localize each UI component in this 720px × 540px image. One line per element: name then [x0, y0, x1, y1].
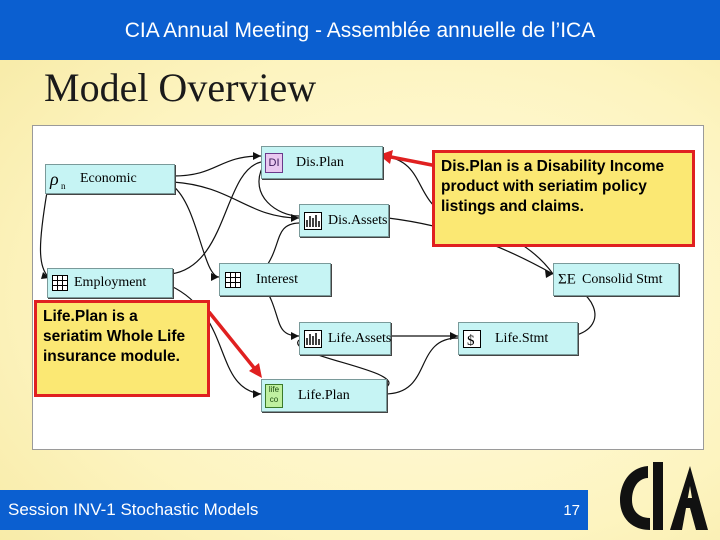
page-number: 17: [563, 502, 580, 519]
node-life-plan[interactable]: life co Life.Plan: [261, 379, 387, 412]
node-interest-label: Interest: [256, 271, 298, 287]
callout-arrow-lifeplan: [207, 310, 257, 371]
arrowhead-lifeassets: [291, 332, 299, 340]
node-dis-plan-label: Dis.Plan: [296, 154, 344, 170]
node-life-stmt-label: Life.Stmt: [495, 330, 549, 346]
arrowhead-lifeplan: [253, 390, 261, 398]
connector-employment-displan: [170, 161, 262, 275]
callout-life-plan-text: Life.Plan is a seriatim Whole Life insur…: [43, 308, 186, 365]
callout-dis-plan: Dis.Plan is a Disability Income product …: [432, 150, 695, 247]
distribution-icon: [304, 329, 322, 348]
node-employment[interactable]: Employment: [47, 268, 173, 298]
node-employment-label: Employment: [74, 275, 147, 290]
node-dis-plan[interactable]: DI Dis.Plan: [261, 146, 383, 179]
header-title: CIA Annual Meeting - Assemblée annuelle …: [124, 19, 596, 42]
connector-economic-displan: [172, 155, 262, 177]
page-title: Model Overview: [44, 65, 317, 110]
sigma-icon-text: ΣE: [558, 271, 576, 287]
cia-logo: [620, 462, 708, 530]
node-consolid-stmt-label: Consolid Stmt: [582, 271, 663, 287]
callout-life-plan: Life.Plan is a seriatim Whole Life insur…: [34, 300, 210, 397]
arrowhead-disassets: [291, 214, 299, 222]
rho-icon: ρ n: [49, 169, 66, 191]
session-label: Session INV-1 Stochastic Models: [8, 500, 259, 519]
node-economic-label: Economic: [80, 171, 137, 186]
life-co-icon-text: life co: [268, 384, 280, 404]
life-co-icon: life co: [265, 383, 283, 408]
node-life-plan-label: Life.Plan: [298, 387, 350, 403]
di-icon-text: DI: [268, 156, 280, 169]
grid-icon: [225, 271, 241, 288]
di-icon: DI: [265, 152, 283, 173]
connector-employment-lifeplan: [170, 285, 262, 395]
node-life-stmt[interactable]: $ Life.Stmt: [458, 322, 578, 355]
arrowhead-displan: [253, 152, 261, 160]
slide-header: CIA Annual Meeting - Assemblée annuelle …: [0, 0, 720, 60]
node-interest[interactable]: Interest: [219, 263, 331, 296]
svg-text:n: n: [61, 181, 66, 191]
arrowhead-interest: [211, 273, 219, 281]
node-consolid-stmt[interactable]: ΣE Consolid Stmt: [553, 263, 679, 296]
callout-dis-plan-text: Dis.Plan is a Disability Income product …: [441, 158, 665, 215]
connector-economic-interest: [172, 185, 220, 278]
arrowhead-lifestmt: [450, 332, 458, 340]
connector-economic-disassets: [172, 181, 300, 219]
slide-footer: Session INV-1 Stochastic Models 17: [0, 490, 588, 530]
distribution-icon: [304, 211, 322, 230]
arrowhead-consolid: [545, 270, 553, 278]
connector-economic-employment: [39, 191, 50, 279]
svg-text:ρ: ρ: [49, 169, 59, 189]
sigma-icon: ΣE: [558, 271, 576, 288]
connector-lifeplan-lifestmt: [384, 337, 459, 395]
callout-arrowhead-displan: [379, 150, 393, 164]
node-economic[interactable]: ρ n Economic: [45, 164, 175, 194]
grid-icon: [52, 275, 68, 291]
node-life-assets-label: Life.Assets: [328, 330, 392, 346]
node-life-assets[interactable]: Life.Assets: [299, 322, 391, 355]
dollar-icon: $: [463, 329, 481, 348]
node-dis-assets[interactable]: Dis.Assets: [299, 204, 389, 237]
svg-text:$: $: [467, 333, 475, 348]
callout-arrowhead-lifeplan: [249, 363, 262, 378]
node-dis-assets-label: Dis.Assets: [328, 212, 388, 228]
callout-arrow-displan: [390, 155, 438, 168]
